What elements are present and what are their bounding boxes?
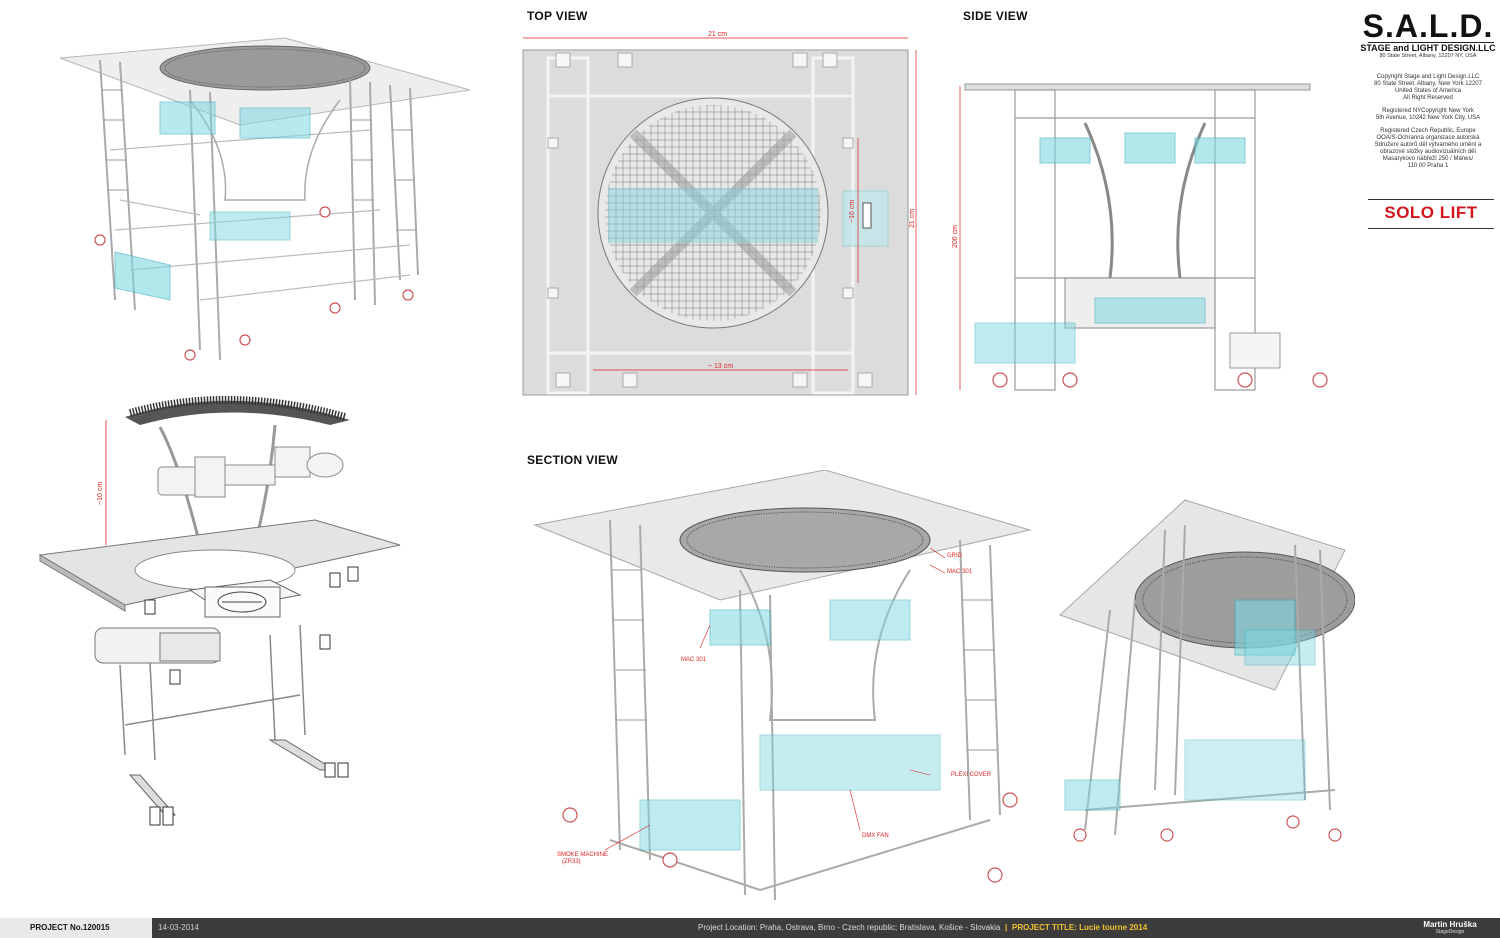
top-height-dimension: 21 cm — [909, 209, 916, 228]
label-dmx-fan: DMX FAN — [862, 833, 889, 839]
registered-ny-line: 5th Avenue, 10242 New York City, USA — [1375, 115, 1481, 121]
registered-cz-line: 110 00 Praha 1 — [1407, 163, 1449, 169]
side-height-dimension: 200 cm — [952, 225, 959, 248]
author-signature: Martin Hruška StageDesign — [1400, 920, 1500, 938]
top-view-title: TOP VIEW — [527, 9, 588, 23]
author-sub: StageDesign — [1435, 929, 1465, 935]
section-view-drawing — [533, 470, 1032, 901]
registered-ny-line: Registered NYCopyright New York — [1382, 108, 1474, 114]
copyright-line: All Right Reserved — [1403, 95, 1453, 101]
label-smoke-machine: SMOKE MACHINE — [557, 852, 609, 858]
top-width-dimension: 21 cm — [708, 31, 727, 38]
top-inner-dimension: ~16 cm — [849, 200, 856, 223]
copyright-line: Copyright Stage and Light Design.LLC — [1376, 74, 1480, 80]
label-grid: GRID — [947, 553, 962, 559]
lift-dimension-label: ~10 cm — [97, 482, 104, 505]
registered-cz-line: OOA/S-Ochranná organizace autorská — [1376, 135, 1480, 141]
title-block-footer: PROJECT No.120015 14-03-2014 Project Loc… — [0, 918, 1500, 938]
product-divider-top — [1368, 199, 1494, 200]
copyright-line: United States of America — [1394, 88, 1462, 94]
isometric-assembly-drawing — [59, 37, 471, 361]
project-date: 14-03-2014 — [158, 923, 199, 932]
brand-block: S.A.L.D. STAGE and LIGHT DESIGN.LLC 80 S… — [1360, 8, 1496, 170]
perspective-drawing — [1059, 499, 1355, 842]
label-mac301-left: MAC 301 — [681, 657, 707, 663]
project-location: Project Location: Praha, Ostrava, Brno -… — [698, 923, 1001, 932]
brand-address: 80 State Street, Albany, 12207 NY, USA — [1379, 53, 1477, 59]
footer-separator: | — [1005, 923, 1008, 932]
product-divider-bottom — [1368, 228, 1494, 229]
side-view-title: SIDE VIEW — [963, 9, 1028, 23]
side-view-drawing: 200 cm — [952, 83, 1328, 391]
label-plexi-cover: PLEXI COVER — [951, 772, 992, 778]
brand-company: STAGE and LIGHT DESIGN.LLC — [1360, 43, 1496, 53]
copyright-line: 80 State Street, Albany, New York 12207 — [1374, 81, 1482, 87]
exploded-lift-drawing: ~10 cm — [38, 395, 401, 826]
project-title: PROJECT TITLE: Lucie tourne 2014 — [1012, 923, 1148, 932]
registered-cz-line: Registered Czech Republic, Europe — [1380, 128, 1476, 134]
registered-cz-line: Sdružení autorů děl výtvarného umění a — [1374, 142, 1482, 148]
brand-divider — [1368, 42, 1494, 43]
project-number: PROJECT No.120015 — [30, 923, 110, 932]
top-view-drawing: 21 cm ~16 cm 21 cm ~ 13 cm — [522, 31, 917, 396]
section-view-title: SECTION VIEW — [527, 453, 618, 467]
label-mac301-right: MAC 301 — [947, 569, 973, 575]
product-name: SOLO LIFT — [1384, 203, 1478, 222]
brand-logo: S.A.L.D. — [1362, 8, 1494, 44]
top-bottom-dimension: ~ 13 cm — [708, 363, 733, 370]
label-smoke-model: (ZR33) — [562, 859, 581, 865]
project-number-cell — [0, 918, 152, 938]
registered-cz-line: Masarykovo nábřeží 250 / Mánes/ — [1382, 156, 1474, 162]
author-name: Martin Hruška — [1423, 920, 1477, 929]
registered-cz-line: obrazové složky audiovizuálních děl — [1380, 149, 1476, 155]
